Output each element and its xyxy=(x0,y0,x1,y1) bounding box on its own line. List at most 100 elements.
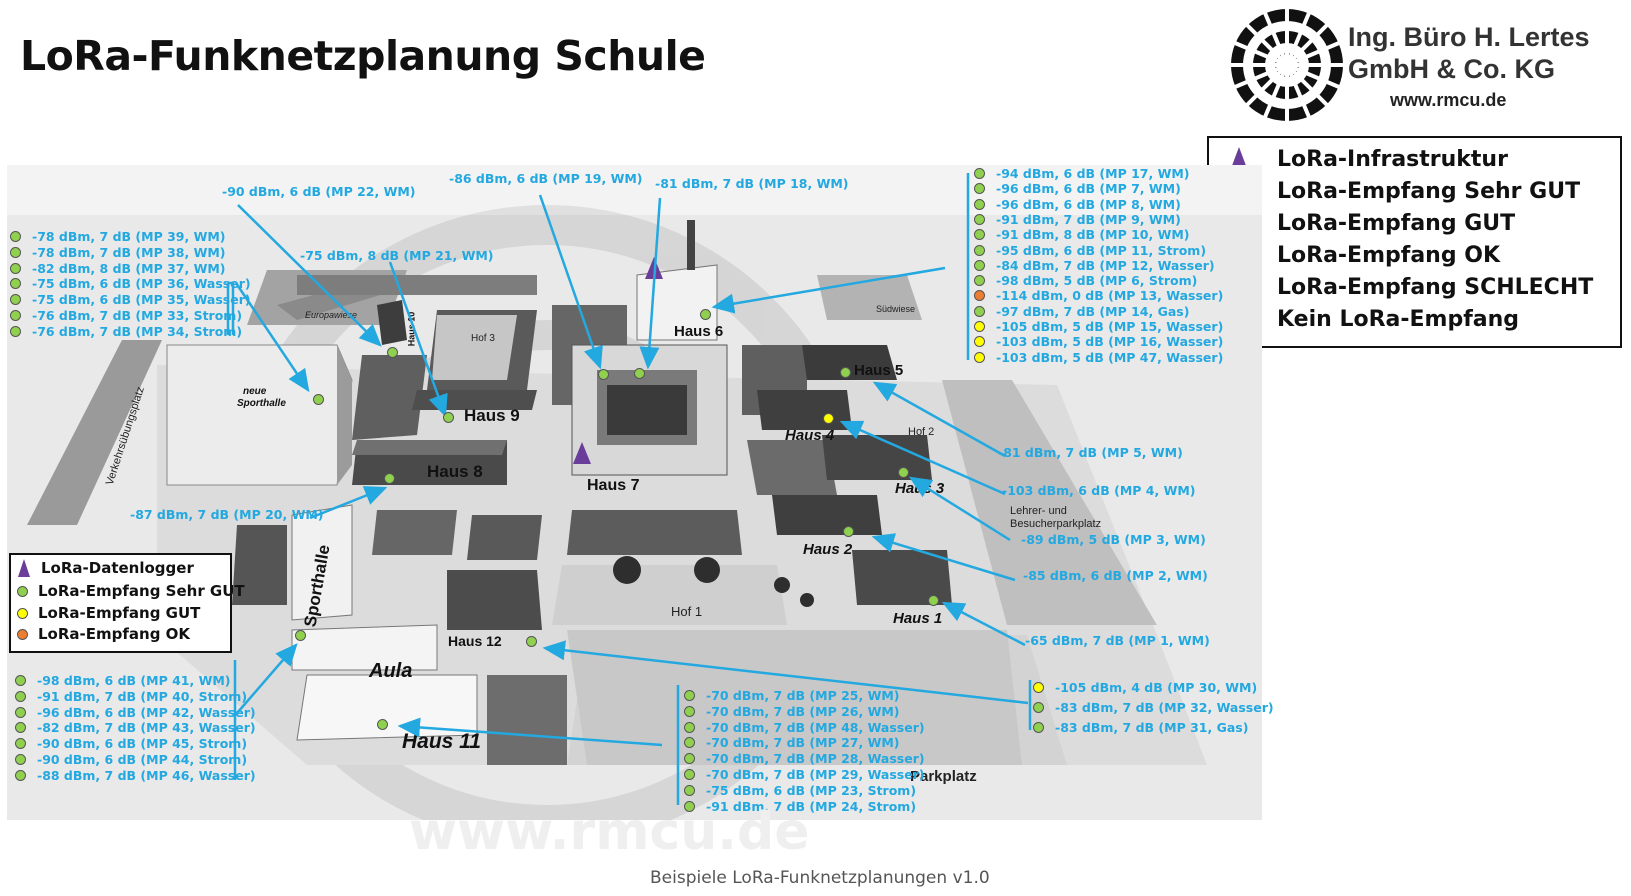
measurement-label: -70 dBm, 7 dB (MP 26, WM) xyxy=(706,703,900,719)
quality-dot-icon xyxy=(974,183,985,195)
building-haus1: Haus 1 xyxy=(893,610,943,627)
measurement-label: -96 dBm, 6 dB (MP 8, WM) xyxy=(996,196,1181,212)
legend-label: LoRa-Empfang Sehr GUT xyxy=(1277,178,1581,204)
measurement-label: -91 dBm, 7 dB (MP 9, WM) xyxy=(996,211,1181,227)
legend-item-schlecht: LoRa-Empfang SCHLECHT xyxy=(1229,272,1593,302)
company-name-line2: GmbH & Co. KG xyxy=(1348,54,1555,84)
legend-small: LoRa-Datenlogger LoRa-Empfang Sehr GUT L… xyxy=(9,553,245,653)
area-lehrerparkplatz-1: Lehrer- und xyxy=(1010,505,1067,517)
legend-small-item: LoRa-Empfang GUT xyxy=(17,602,200,624)
measurement-label: -96 dBm, 6 dB (MP 7, WM) xyxy=(996,181,1181,197)
building-haus2: Haus 2 xyxy=(803,541,853,558)
area-lehrerparkplatz-2: Besucherparkplatz xyxy=(1010,518,1102,530)
area-suedwiese: Südwiese xyxy=(876,304,916,314)
quality-dot-icon xyxy=(15,706,26,718)
legend-label: LoRa-Infrastruktur xyxy=(1277,146,1508,172)
quality-dot-icon xyxy=(974,259,985,271)
quality-dot-icon xyxy=(1033,702,1044,713)
measurement-label: -105 dBm, 5 dB (MP 15, Wasser) xyxy=(996,319,1224,334)
label-mp3: -89 dBm, 5 dB (MP 3, WM) xyxy=(1021,532,1206,547)
quality-dot-icon xyxy=(1033,682,1044,693)
measurement-label: -70 dBm, 7 dB (MP 27, WM) xyxy=(706,735,900,751)
quality-dot-icon xyxy=(684,721,695,733)
measurement-label: -91 dBm, 8 dB (MP 10, WM) xyxy=(996,227,1190,243)
measurement-label: -103 dBm, 5 dB (MP 47, Wasser) xyxy=(996,349,1224,365)
measurement-label: -90 dBm, 6 dB (MP 45, Strom) xyxy=(37,736,248,752)
campus-map xyxy=(7,165,1262,820)
measurement-label: -75 dBm, 6 dB (MP 23, Strom) xyxy=(706,782,917,798)
measurement-point-dot xyxy=(526,636,537,647)
label-mp21: -75 dBm, 8 dB (MP 21, WM) xyxy=(300,248,494,263)
quality-dot-icon xyxy=(1033,722,1044,733)
quality-dot-icon xyxy=(974,275,985,287)
area-hof2: Hof 2 xyxy=(908,426,935,438)
measurement-point-dot xyxy=(843,526,854,537)
quality-dot-icon xyxy=(15,690,26,702)
quality-dot-icon xyxy=(684,800,695,812)
legend-small-label: LoRa-Empfang Sehr GUT xyxy=(38,582,245,600)
quality-dot-icon xyxy=(684,737,695,749)
dot-icon xyxy=(17,607,28,619)
measurement-point-dot xyxy=(295,630,306,641)
measurement-label: -82 dBm, 8 dB (MP 37, WM) xyxy=(32,260,226,276)
quality-dot-icon xyxy=(684,753,695,765)
measurement-label: -98 dBm, 5 dB (MP 6, Strom) xyxy=(996,273,1198,289)
measurement-label: -95 dBm, 6 dB (MP 11, Strom) xyxy=(996,242,1207,258)
measurement-label: -105 dBm, 4 dB (MP 30, WM) xyxy=(1055,680,1258,695)
quality-dot-icon xyxy=(10,262,21,274)
measurement-point-dot xyxy=(823,413,834,424)
measurement-point-dot xyxy=(840,367,851,378)
quality-dot-icon xyxy=(10,246,21,258)
legend-label: Kein LoRa-Empfang xyxy=(1277,306,1520,332)
measurement-label: -78 dBm, 7 dB (MP 39, WM) xyxy=(32,229,226,244)
building-haus4: Haus 4 xyxy=(785,427,835,444)
quality-dot-icon xyxy=(10,310,21,321)
quality-dot-icon xyxy=(10,294,21,306)
label-mp20: -87 dBm, 7 dB (MP 20, WM) xyxy=(130,507,324,522)
measurement-label: -96 dBm, 6 dB (MP 42, Wasser) xyxy=(37,704,256,720)
company-logo-icon xyxy=(1231,9,1343,121)
measurement-point-dot xyxy=(634,368,645,379)
measurement-label: -76 dBm, 7 dB (MP 34, Strom) xyxy=(32,323,243,339)
company-url: www.rmcu.de xyxy=(1390,90,1507,110)
measurement-label: -97 dBm, 7 dB (MP 14, Gas) xyxy=(996,303,1190,319)
quality-dot-icon xyxy=(15,769,26,781)
label-mp1: -65 dBm, 7 dB (MP 1, WM) xyxy=(1025,633,1210,648)
quality-dot-icon xyxy=(974,198,985,210)
measurement-label: -76 dBm, 7 dB (MP 33, Strom) xyxy=(32,308,243,323)
building-haus6: Haus 6 xyxy=(674,323,724,340)
measurement-label: -84 dBm, 7 dB (MP 12, Wasser) xyxy=(996,257,1215,273)
measurement-point-dot xyxy=(898,467,909,478)
legend-item-gut: LoRa-Empfang GUT xyxy=(1229,208,1515,238)
building-haus11: Haus 11 xyxy=(402,730,481,753)
quality-dot-icon xyxy=(10,231,21,242)
quality-dot-icon xyxy=(974,351,985,363)
legend-small-item: LoRa-Empfang OK xyxy=(17,623,190,645)
quality-dot-icon xyxy=(974,305,985,317)
measurement-point-dot xyxy=(387,347,398,358)
quality-dot-icon xyxy=(974,336,985,348)
quality-dot-icon xyxy=(10,278,21,290)
building-haus8: Haus 8 xyxy=(427,462,483,481)
quality-dot-icon xyxy=(15,722,26,734)
quality-dot-icon xyxy=(974,321,985,332)
infrastructure-triangle-icon xyxy=(573,442,591,464)
measurement-label: -78 dBm, 7 dB (MP 38, WM) xyxy=(32,244,226,260)
area-europawiese: Europawiese xyxy=(305,310,358,320)
measurement-label: -98 dBm, 6 dB (MP 41, WM) xyxy=(37,673,231,688)
legend-small-label: LoRa-Datenlogger xyxy=(41,559,194,577)
measurement-label: -75 dBm, 6 dB (MP 36, Wasser) xyxy=(32,276,251,292)
legend-small-item: LoRa-Empfang Sehr GUT xyxy=(17,580,245,602)
dot-icon xyxy=(17,585,28,597)
footer-caption: Beispiele LoRa-Funknetzplanungen v1.0 xyxy=(650,868,990,888)
watermark-text: www.rmcu.de xyxy=(409,802,810,862)
measurement-label: -114 dBm, 0 dB (MP 13, Wasser) xyxy=(996,288,1224,304)
measurement-point-dot xyxy=(384,473,395,484)
building-aula: Aula xyxy=(369,660,413,682)
dot-icon xyxy=(17,628,28,640)
measurement-label: -103 dBm, 5 dB (MP 16, Wasser) xyxy=(996,334,1224,350)
page-title: LoRa-Funknetzplanung Schule xyxy=(20,32,706,80)
measurement-label: -70 dBm, 7 dB (MP 25, WM) xyxy=(706,688,900,703)
quality-dot-icon xyxy=(15,675,26,686)
